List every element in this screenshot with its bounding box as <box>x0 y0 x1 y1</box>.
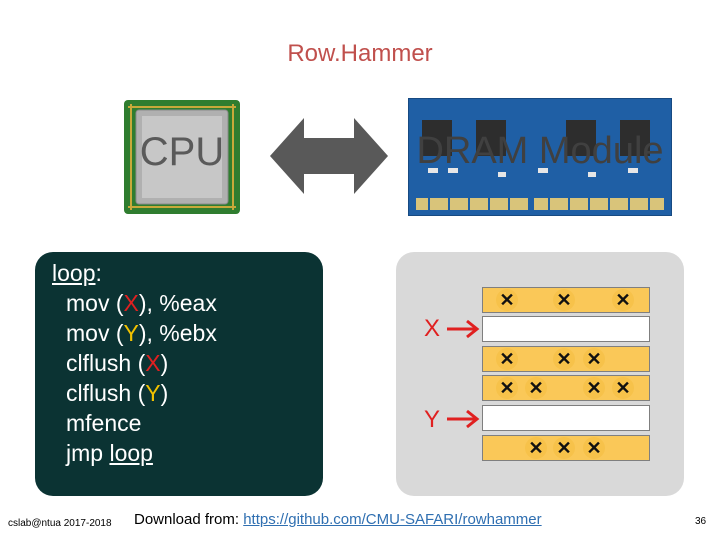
code-text: mov ( <box>66 290 124 316</box>
code-line: clflush (Y) <box>52 378 217 408</box>
download-prefix: Download from: <box>134 511 244 528</box>
bit-flip-icon: ✕ <box>525 437 547 459</box>
code-text: jmp <box>66 440 110 466</box>
bit-flip-icon: ✕ <box>553 289 575 311</box>
var-x: X <box>123 290 139 316</box>
loop-label: loop <box>52 260 96 286</box>
loop-label: loop <box>109 440 153 466</box>
row-y-label: Y <box>424 406 441 433</box>
slide-title: Row.Hammer <box>287 40 433 67</box>
code-text: ), %eax <box>138 290 217 316</box>
code-panel <box>35 252 323 496</box>
bit-flip-icon: ✕ <box>612 289 634 311</box>
var-x: X <box>145 350 161 376</box>
code-text: mov ( <box>66 320 124 346</box>
assembly-code: loop: mov (X), %eax mov (Y), %ebx clflus… <box>52 258 217 468</box>
var-y: Y <box>145 380 161 406</box>
code-line: mov (X), %eax <box>52 288 217 318</box>
memory-row-y <box>482 405 650 431</box>
bit-flip-icon: ✕ <box>583 348 605 370</box>
code-line: jmp loop <box>52 438 217 468</box>
arrow-right-icon <box>447 319 480 339</box>
var-y: Y <box>123 320 139 346</box>
row-x-label: X <box>424 315 441 342</box>
bit-flip-icon: ✕ <box>612 377 634 399</box>
page-number: 36 <box>695 516 707 527</box>
cpu-chip-icon <box>124 100 240 214</box>
bit-flip-icon: ✕ <box>583 377 605 399</box>
bit-flip-icon: ✕ <box>553 348 575 370</box>
download-line: Download from: https://github.com/CMU-SA… <box>134 511 542 528</box>
bit-flip-icon: ✕ <box>496 348 518 370</box>
arrow-right-icon <box>447 409 480 429</box>
bit-flip-icon: ✕ <box>496 377 518 399</box>
code-text: mfence <box>66 410 142 436</box>
code-text: ), %ebx <box>138 320 217 346</box>
bit-flip-icon: ✕ <box>496 289 518 311</box>
code-text: ) <box>160 380 169 406</box>
code-text: clflush ( <box>66 350 146 376</box>
code-text: ) <box>160 350 169 376</box>
code-line: mfence <box>52 408 217 438</box>
code-line: clflush (X) <box>52 348 217 378</box>
dram-label: DRAM Module <box>416 130 664 172</box>
bit-flip-icon: ✕ <box>525 377 547 399</box>
footer-credit: cslab@ntua 2017-2018 <box>8 518 112 529</box>
bit-flip-icon: ✕ <box>553 437 575 459</box>
code-text: clflush ( <box>66 380 146 406</box>
bit-flip-icon: ✕ <box>583 437 605 459</box>
code-line-label: loop: <box>52 260 102 286</box>
download-link[interactable]: https://github.com/CMU-SAFARI/rowhammer <box>243 511 542 528</box>
code-line: mov (Y), %ebx <box>52 318 217 348</box>
memory-row-x <box>482 316 650 342</box>
double-arrow-icon <box>270 118 388 194</box>
dram-module-icon <box>408 98 672 216</box>
cpu-label: CPU <box>139 130 225 174</box>
